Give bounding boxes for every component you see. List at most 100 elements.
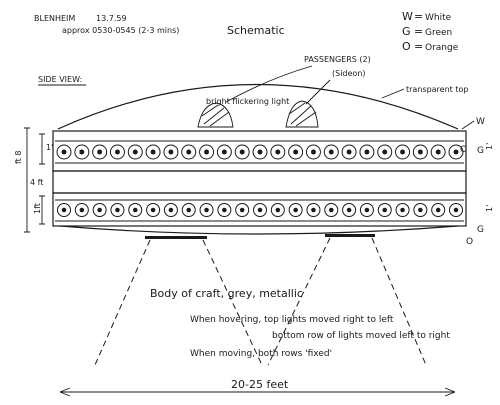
marker-top-w: W (476, 117, 485, 127)
bottom-row-light-core (150, 207, 156, 213)
legend-meaning-g: Green (425, 28, 452, 38)
top-row-light-core (400, 149, 405, 155)
top-row-light (252, 144, 268, 160)
left-dim-line (24, 127, 30, 233)
passengers-label: PASSENGERS (2) (304, 55, 371, 64)
passengers-arrow-right (305, 79, 331, 105)
dim-right-top: 1' (485, 143, 494, 150)
colour-legend: W = White G = Green O = Orange (402, 10, 459, 53)
top-row-light (323, 144, 339, 160)
top-row-light-core (435, 149, 441, 155)
top-band-inner-line (55, 140, 464, 164)
note-moving: When moving, both rows 'fixed' (190, 349, 332, 359)
bottom-row-light-core (168, 207, 174, 213)
legend-code-o: O (402, 40, 411, 53)
top-row-light-core (293, 149, 299, 155)
bottom-row-light (324, 203, 339, 217)
width-dim-arrow-right (444, 387, 456, 397)
top-row-light-core (132, 149, 138, 155)
legend-eq-g: = (414, 25, 423, 38)
bottom-row-light (377, 203, 392, 217)
bottom-row-light (128, 203, 143, 217)
bottom-row-light (288, 203, 303, 217)
marker-top-o: O (460, 145, 467, 155)
bottom-row-light (253, 203, 267, 217)
top-light-row (56, 144, 464, 160)
bottom-light-row (57, 203, 463, 217)
width-label: 20-25 feet (231, 378, 289, 391)
mid-body-band (52, 170, 467, 194)
bottom-row-light-core (132, 207, 138, 213)
top-row-light-core (79, 149, 85, 155)
bottom-row-light-core (239, 207, 245, 213)
top-row-light-core (97, 149, 103, 155)
bottom-row-light-core (79, 207, 85, 213)
underside-bar-right (325, 234, 375, 237)
passenger-figure-1 (197, 102, 234, 128)
bottom-row-light-core (293, 207, 298, 213)
bottom-row-light-core (346, 207, 352, 213)
sighting-location: BLENHEIM (34, 14, 75, 23)
top-row-light-core (150, 149, 156, 155)
bottom-row-light (235, 203, 250, 217)
bottom-row-light (306, 203, 321, 217)
top-row-light-core (257, 149, 263, 155)
top-row-light (359, 144, 375, 160)
bottom-row-light (431, 203, 446, 217)
bottom-row-light-core (400, 207, 405, 213)
bottom-row-light-core (115, 207, 120, 213)
top-row-light-core (328, 149, 334, 155)
bottom-row-light (449, 203, 463, 217)
top-row-light-core (453, 149, 459, 155)
note-hover-2: bottom row of lights moved left to right (272, 331, 450, 341)
bottom-row-light (359, 203, 374, 217)
marker-bottom-o: O (466, 237, 473, 247)
top-row-light-core (311, 149, 316, 155)
top-row-light (341, 144, 357, 160)
top-row-light-core (204, 149, 209, 155)
marker-bottom-g: G (477, 225, 484, 235)
bottom-row-light-core (186, 207, 192, 213)
bottom-row-light (163, 203, 178, 217)
sighting-time: approx 0530-0545 (2-3 mins) (62, 26, 179, 35)
top-row-light (412, 144, 428, 160)
bottom-row-light (74, 203, 89, 217)
bottom-row-light (57, 203, 71, 217)
bottom-row-light (270, 203, 285, 217)
top-row-light (430, 144, 446, 160)
bottom-row-light-core (364, 207, 370, 213)
top-row-light-core (417, 149, 423, 155)
top-row-light (127, 144, 143, 160)
underside-curve (59, 225, 459, 235)
top-row-light (305, 144, 321, 160)
legend-code-w: W (402, 10, 413, 23)
top-row-light-core (275, 149, 281, 155)
top-row-light-core (168, 149, 174, 155)
right-light-beam (267, 237, 427, 366)
top-row-light (234, 144, 250, 160)
bottom-row-light-core (275, 207, 281, 213)
bottom-row-light-core (222, 207, 227, 213)
top-row-light-core (239, 149, 245, 155)
top-row-light-core (115, 149, 120, 155)
transparent-dome (57, 84, 459, 130)
top-row-light (181, 144, 197, 160)
marker-top-g: G (477, 146, 484, 156)
bottom-row-light (395, 203, 410, 217)
top-row-light-core (346, 149, 352, 155)
top-row-light (74, 144, 90, 160)
top-row-light (216, 144, 232, 160)
bottom-row-light-core (418, 207, 423, 213)
top-row-light (395, 144, 411, 160)
bottom-row-light-core (328, 207, 334, 213)
diagram-title: Schematic (227, 24, 285, 37)
top-row-light (92, 144, 108, 160)
dim-bottom-row (39, 195, 45, 225)
bottom-band-inner-line (55, 199, 464, 222)
bottom-row-light-core (97, 207, 102, 213)
bottom-light-band (52, 192, 467, 227)
passengers-note: (Sideon) (332, 69, 366, 78)
bottom-row-light (181, 203, 196, 217)
side-view-label: SIDE VIEW: (38, 75, 82, 84)
